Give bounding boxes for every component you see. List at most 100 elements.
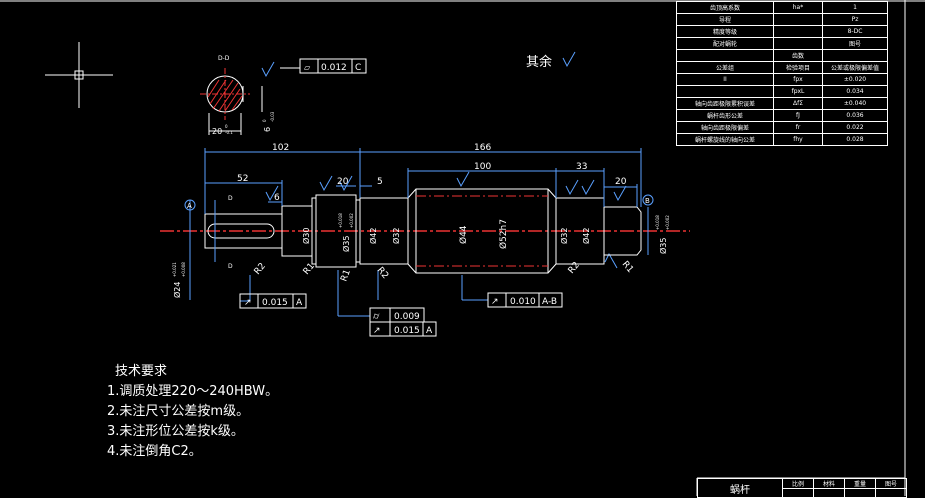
param-cell: 公差或极限偏差值 bbox=[822, 61, 888, 74]
part-name: 蜗杆 bbox=[697, 478, 783, 498]
param-cell: fpx bbox=[773, 73, 823, 86]
param-cell: fJ bbox=[773, 109, 823, 122]
param-cell: ±0.020 bbox=[822, 73, 888, 86]
param-cell: 8-DC bbox=[822, 25, 888, 38]
svg-text:Ø35: Ø35 bbox=[341, 236, 351, 252]
param-cell: 1 bbox=[822, 1, 888, 14]
svg-text:0.010: 0.010 bbox=[510, 297, 536, 307]
param-cell: II bbox=[676, 73, 774, 86]
svg-text:+0.002: +0.002 bbox=[665, 215, 670, 230]
title-cell: 比例 bbox=[782, 478, 814, 489]
svg-text:-0.03: -0.03 bbox=[270, 111, 275, 122]
svg-text:+0.018: +0.018 bbox=[655, 215, 660, 230]
svg-text:166: 166 bbox=[474, 143, 491, 153]
pitch-lines bbox=[416, 195, 548, 267]
param-cell bbox=[822, 49, 888, 62]
svg-text:0: 0 bbox=[225, 124, 228, 129]
svg-text:R2: R2 bbox=[375, 266, 390, 282]
svg-text:Ø24: Ø24 bbox=[172, 282, 182, 298]
param-cell bbox=[773, 25, 823, 38]
param-row: 导程 Pz bbox=[676, 13, 888, 26]
param-cell: ±0.040 bbox=[822, 97, 888, 110]
tech-req-item: 2.未注尺寸公差按m级。 bbox=[107, 404, 250, 419]
param-cell: fpxL bbox=[773, 85, 823, 98]
svg-text:A: A bbox=[426, 326, 433, 336]
svg-text:Ø32: Ø32 bbox=[391, 228, 401, 244]
shaft-outline bbox=[204, 188, 642, 274]
datum-marker-a: A bbox=[184, 199, 196, 211]
svg-text:-0.1: -0.1 bbox=[225, 130, 233, 135]
svg-text:Ø44: Ø44 bbox=[458, 225, 469, 244]
svg-text:A: A bbox=[296, 298, 303, 308]
title-cell: 图号 bbox=[875, 478, 907, 489]
svg-text:Ø52h7: Ø52h7 bbox=[498, 219, 509, 249]
cylindricity-icon: ⌭ bbox=[373, 312, 380, 322]
param-cell: 导程 bbox=[676, 13, 774, 26]
param-row: 公差组检验项目公差或极限偏差值 bbox=[676, 61, 888, 74]
param-cell: 0.022 bbox=[822, 121, 888, 134]
technical-requirements: 技术要求 1.调质处理220～240HBW。 2.未注尺寸公差按m级。 3.未注… bbox=[107, 362, 278, 462]
svg-text:R2: R2 bbox=[567, 260, 582, 276]
tech-req-item: 3.未注形位公差按k级。 bbox=[107, 424, 244, 439]
svg-text:R2: R2 bbox=[253, 261, 268, 277]
svg-text:52: 52 bbox=[237, 174, 248, 184]
svg-text:0.009: 0.009 bbox=[394, 312, 420, 322]
title-block: 蜗杆 比例 材料 重量 图号 bbox=[697, 478, 907, 498]
param-cell: 齿数 bbox=[773, 49, 823, 62]
svg-text:20: 20 bbox=[615, 177, 627, 187]
svg-text:20: 20 bbox=[212, 127, 222, 136]
param-cell: Pz bbox=[822, 13, 888, 26]
svg-text:+0.021: +0.021 bbox=[172, 262, 177, 277]
param-row: 配对蜗轮 图号 bbox=[676, 37, 888, 50]
svg-text:0.015: 0.015 bbox=[262, 298, 288, 308]
svg-text:R1: R1 bbox=[620, 260, 635, 276]
title-cell: 材料 bbox=[813, 478, 845, 489]
svg-text:33: 33 bbox=[576, 162, 587, 172]
param-cell: 轴向齿距极限偏差 bbox=[676, 121, 774, 134]
param-cell bbox=[773, 37, 823, 50]
param-cell: 配对蜗轮 bbox=[676, 37, 774, 50]
param-cell: ΔfΣ bbox=[773, 97, 823, 110]
dimension-texts: 102 166 52 6 20 5 100 33 20 Ø30 Ø35 +0.0… bbox=[172, 143, 670, 298]
svg-text:100: 100 bbox=[474, 162, 491, 172]
svg-text:A: A bbox=[187, 202, 192, 210]
svg-text:Ø30: Ø30 bbox=[301, 228, 311, 244]
param-cell: fr bbox=[773, 121, 823, 134]
runout-icon: ↗ bbox=[244, 298, 252, 308]
svg-text:B: B bbox=[645, 197, 650, 205]
runout-icon: ↗ bbox=[491, 297, 499, 307]
dimension-lines bbox=[189, 148, 649, 317]
svg-text:0.012: 0.012 bbox=[321, 63, 347, 73]
param-cell: 检验项目 bbox=[773, 61, 823, 74]
runout-frame-mid: ↗ 0.015 A bbox=[369, 321, 437, 337]
param-cell: 图号 bbox=[822, 37, 888, 50]
svg-text:5: 5 bbox=[377, 177, 383, 187]
param-cell: 蜗杆螺旋线的轴向公差 bbox=[676, 133, 774, 146]
tech-req-heading: 技术要求 bbox=[115, 364, 168, 379]
runout-frame-left: ↗ 0.015 A bbox=[239, 293, 307, 309]
svg-text:+0.002: +0.002 bbox=[349, 213, 354, 228]
svg-text:Ø32: Ø32 bbox=[559, 228, 569, 244]
section-view-dd: D-D 20 0 -0.1 6 0 -0.03 bbox=[200, 55, 275, 136]
param-cell: 蜗杆齿形公差 bbox=[676, 109, 774, 122]
param-cell: fhy bbox=[773, 133, 823, 146]
svg-text:A-B: A-B bbox=[542, 297, 557, 307]
crosshair-cursor-icon bbox=[45, 42, 113, 108]
runout-frame-right: ↗ 0.010 A-B bbox=[487, 292, 563, 308]
param-cell: 齿顶高系数 bbox=[676, 1, 774, 14]
svg-text:Ø42: Ø42 bbox=[368, 228, 378, 244]
tech-req-item: 4.未注倒角C2。 bbox=[107, 444, 202, 459]
param-cell: 轴向齿距极限累积误差 bbox=[676, 97, 774, 110]
svg-text:+0.018: +0.018 bbox=[338, 213, 343, 228]
svg-text:0.015: 0.015 bbox=[394, 326, 420, 336]
svg-text:+0.008: +0.008 bbox=[181, 262, 186, 277]
svg-text:C: C bbox=[355, 63, 361, 73]
